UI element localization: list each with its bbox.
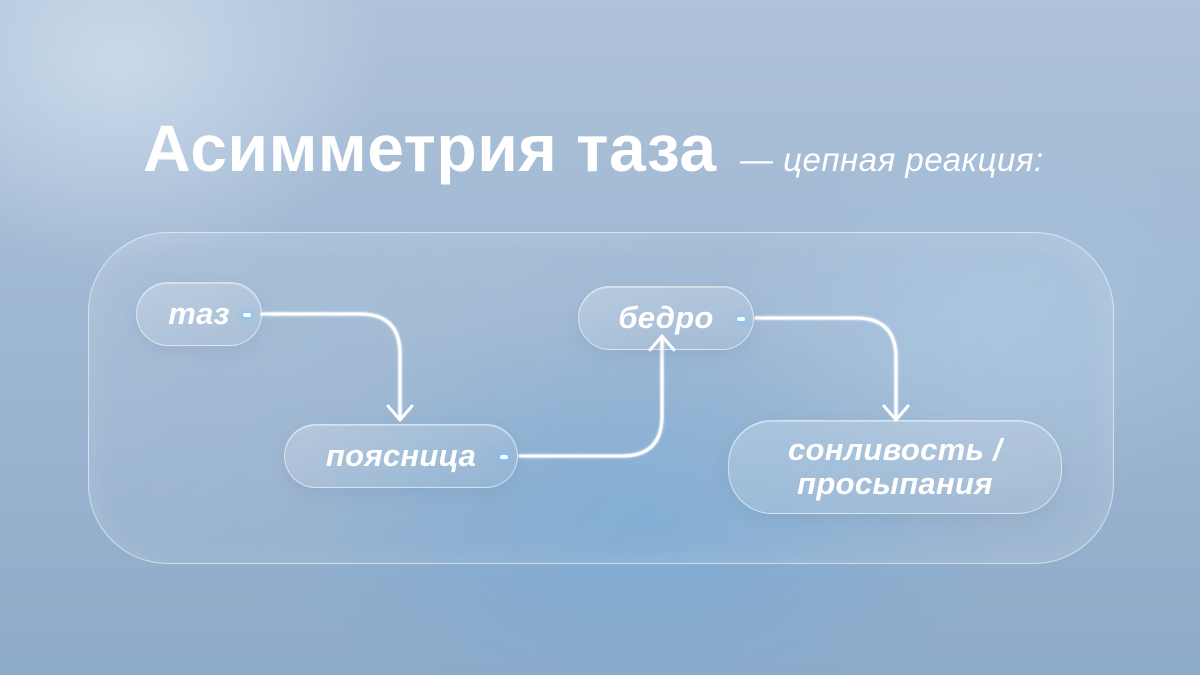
node-taz: таз — [136, 282, 262, 346]
node-label: поясница — [325, 438, 477, 473]
connector-bedro-to-sleep — [754, 316, 898, 420]
node-bedro-glow-dot — [737, 317, 745, 321]
arrowhead-poyasnitsa — [386, 404, 414, 422]
page-title: Асимметрия таза — [143, 111, 717, 185]
node-bedro: бедро — [578, 286, 754, 350]
node-label: таз — [168, 296, 230, 331]
node-label: бедро — [618, 300, 714, 335]
node-taz-glow-dot — [243, 313, 251, 317]
node-poyasnitsa: поясница — [284, 424, 518, 488]
arrowhead-bedro — [648, 334, 676, 352]
page-subtitle: — цепная реакция: — [740, 141, 1044, 178]
node-sleep: сонливость / просыпания — [728, 420, 1062, 514]
node-label: сонливость / просыпания — [787, 432, 1003, 501]
node-poyasnitsa-glow-dot — [500, 455, 508, 459]
connector-poyasnitsa-to-bedro — [518, 336, 664, 458]
connector-taz-to-poyasnitsa — [260, 312, 402, 420]
